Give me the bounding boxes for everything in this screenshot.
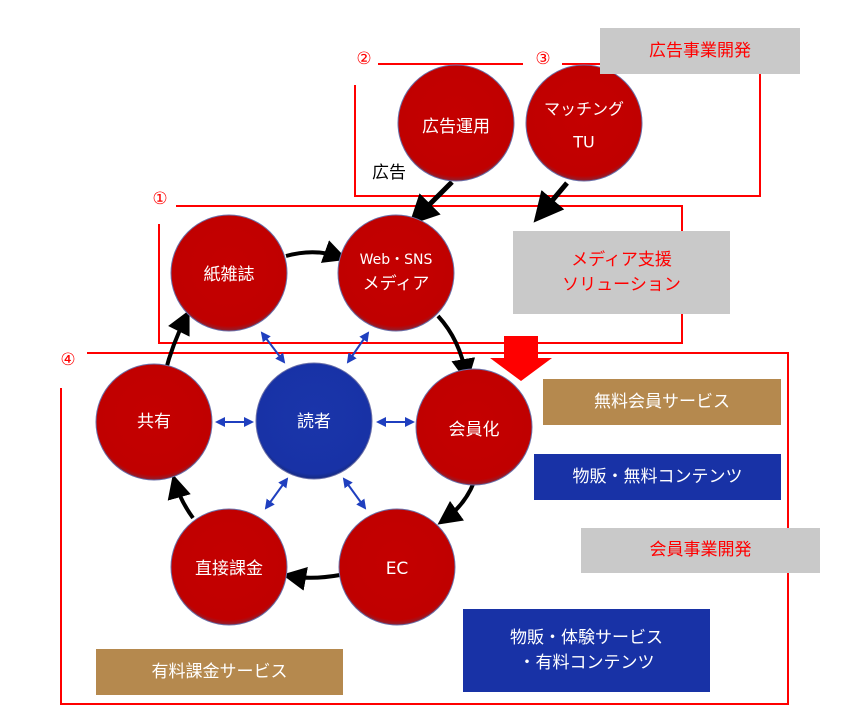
goods-experience-paid-box: 物販・体験サービス ・有料コンテンツ [463, 609, 710, 692]
arrow-ad-to-web [408, 180, 454, 226]
svg-text:マッチング: マッチング [544, 100, 624, 119]
arrow-billing-to-share [167, 474, 195, 520]
goods-free-content-box: 物販・無料コンテンツ [534, 454, 781, 500]
node-sharing: 共有 [95, 363, 213, 481]
member-business-dev-box: 会員事業開発 [581, 528, 820, 573]
node-membership: 会員化 [415, 368, 533, 486]
frame-media [158, 205, 683, 344]
link-reader-billing [264, 477, 289, 510]
link-reader-paper [260, 331, 286, 364]
red-down-arrow [490, 336, 552, 381]
frame-membership [60, 352, 789, 705]
section-number-4: ④ [60, 350, 75, 370]
svg-text:直接課金: 直接課金 [195, 559, 263, 579]
svg-text:共有: 共有 [137, 412, 171, 432]
arrow-share-to-paper [163, 309, 190, 374]
node-direct-billing: 直接課金 [170, 508, 288, 626]
section-number-3: ③ [535, 49, 550, 69]
arrow-ec-to-billing [282, 567, 341, 591]
node-reader: 読者 [255, 362, 373, 480]
svg-text:会員化: 会員化 [449, 420, 500, 440]
section-number-1: ① [152, 189, 167, 209]
free-member-service-box: 無料会員サービス [543, 379, 781, 425]
media-support-box: メディア支援 ソリューション [513, 231, 730, 314]
link-reader-ec [342, 477, 367, 510]
node-ad-operation: 広告運用 [397, 64, 515, 182]
svg-text:紙雑誌: 紙雑誌 [204, 265, 255, 285]
node-paper-magazine: 紙雑誌 [170, 214, 288, 332]
svg-text:EC: EC [386, 559, 409, 579]
section-number-2: ② [356, 49, 371, 69]
svg-text:読者: 読者 [297, 412, 331, 432]
ad-business-dev-box: 広告事業開発 [600, 28, 800, 74]
svg-text:メディア: メディア [363, 273, 430, 294]
svg-text:広告運用: 広告運用 [422, 117, 490, 137]
link-reader-web [346, 331, 370, 364]
arrow-web-to-member [436, 314, 476, 383]
paid-billing-service-box: 有料課金サービス [96, 649, 343, 695]
arrow-paper-to-web [285, 240, 348, 263]
svg-text:TU: TU [572, 133, 594, 152]
arrow-matching-to-support [533, 181, 569, 223]
svg-text:Web・SNS: Web・SNS [360, 252, 433, 268]
arrow-member-to-ec [437, 481, 476, 525]
node-matching: マッチング TU [525, 64, 643, 182]
node-ec: EC [338, 508, 456, 626]
node-web-sns-media: Web・SNS メディア [337, 214, 455, 332]
advertising-label: 広告 [372, 163, 406, 183]
